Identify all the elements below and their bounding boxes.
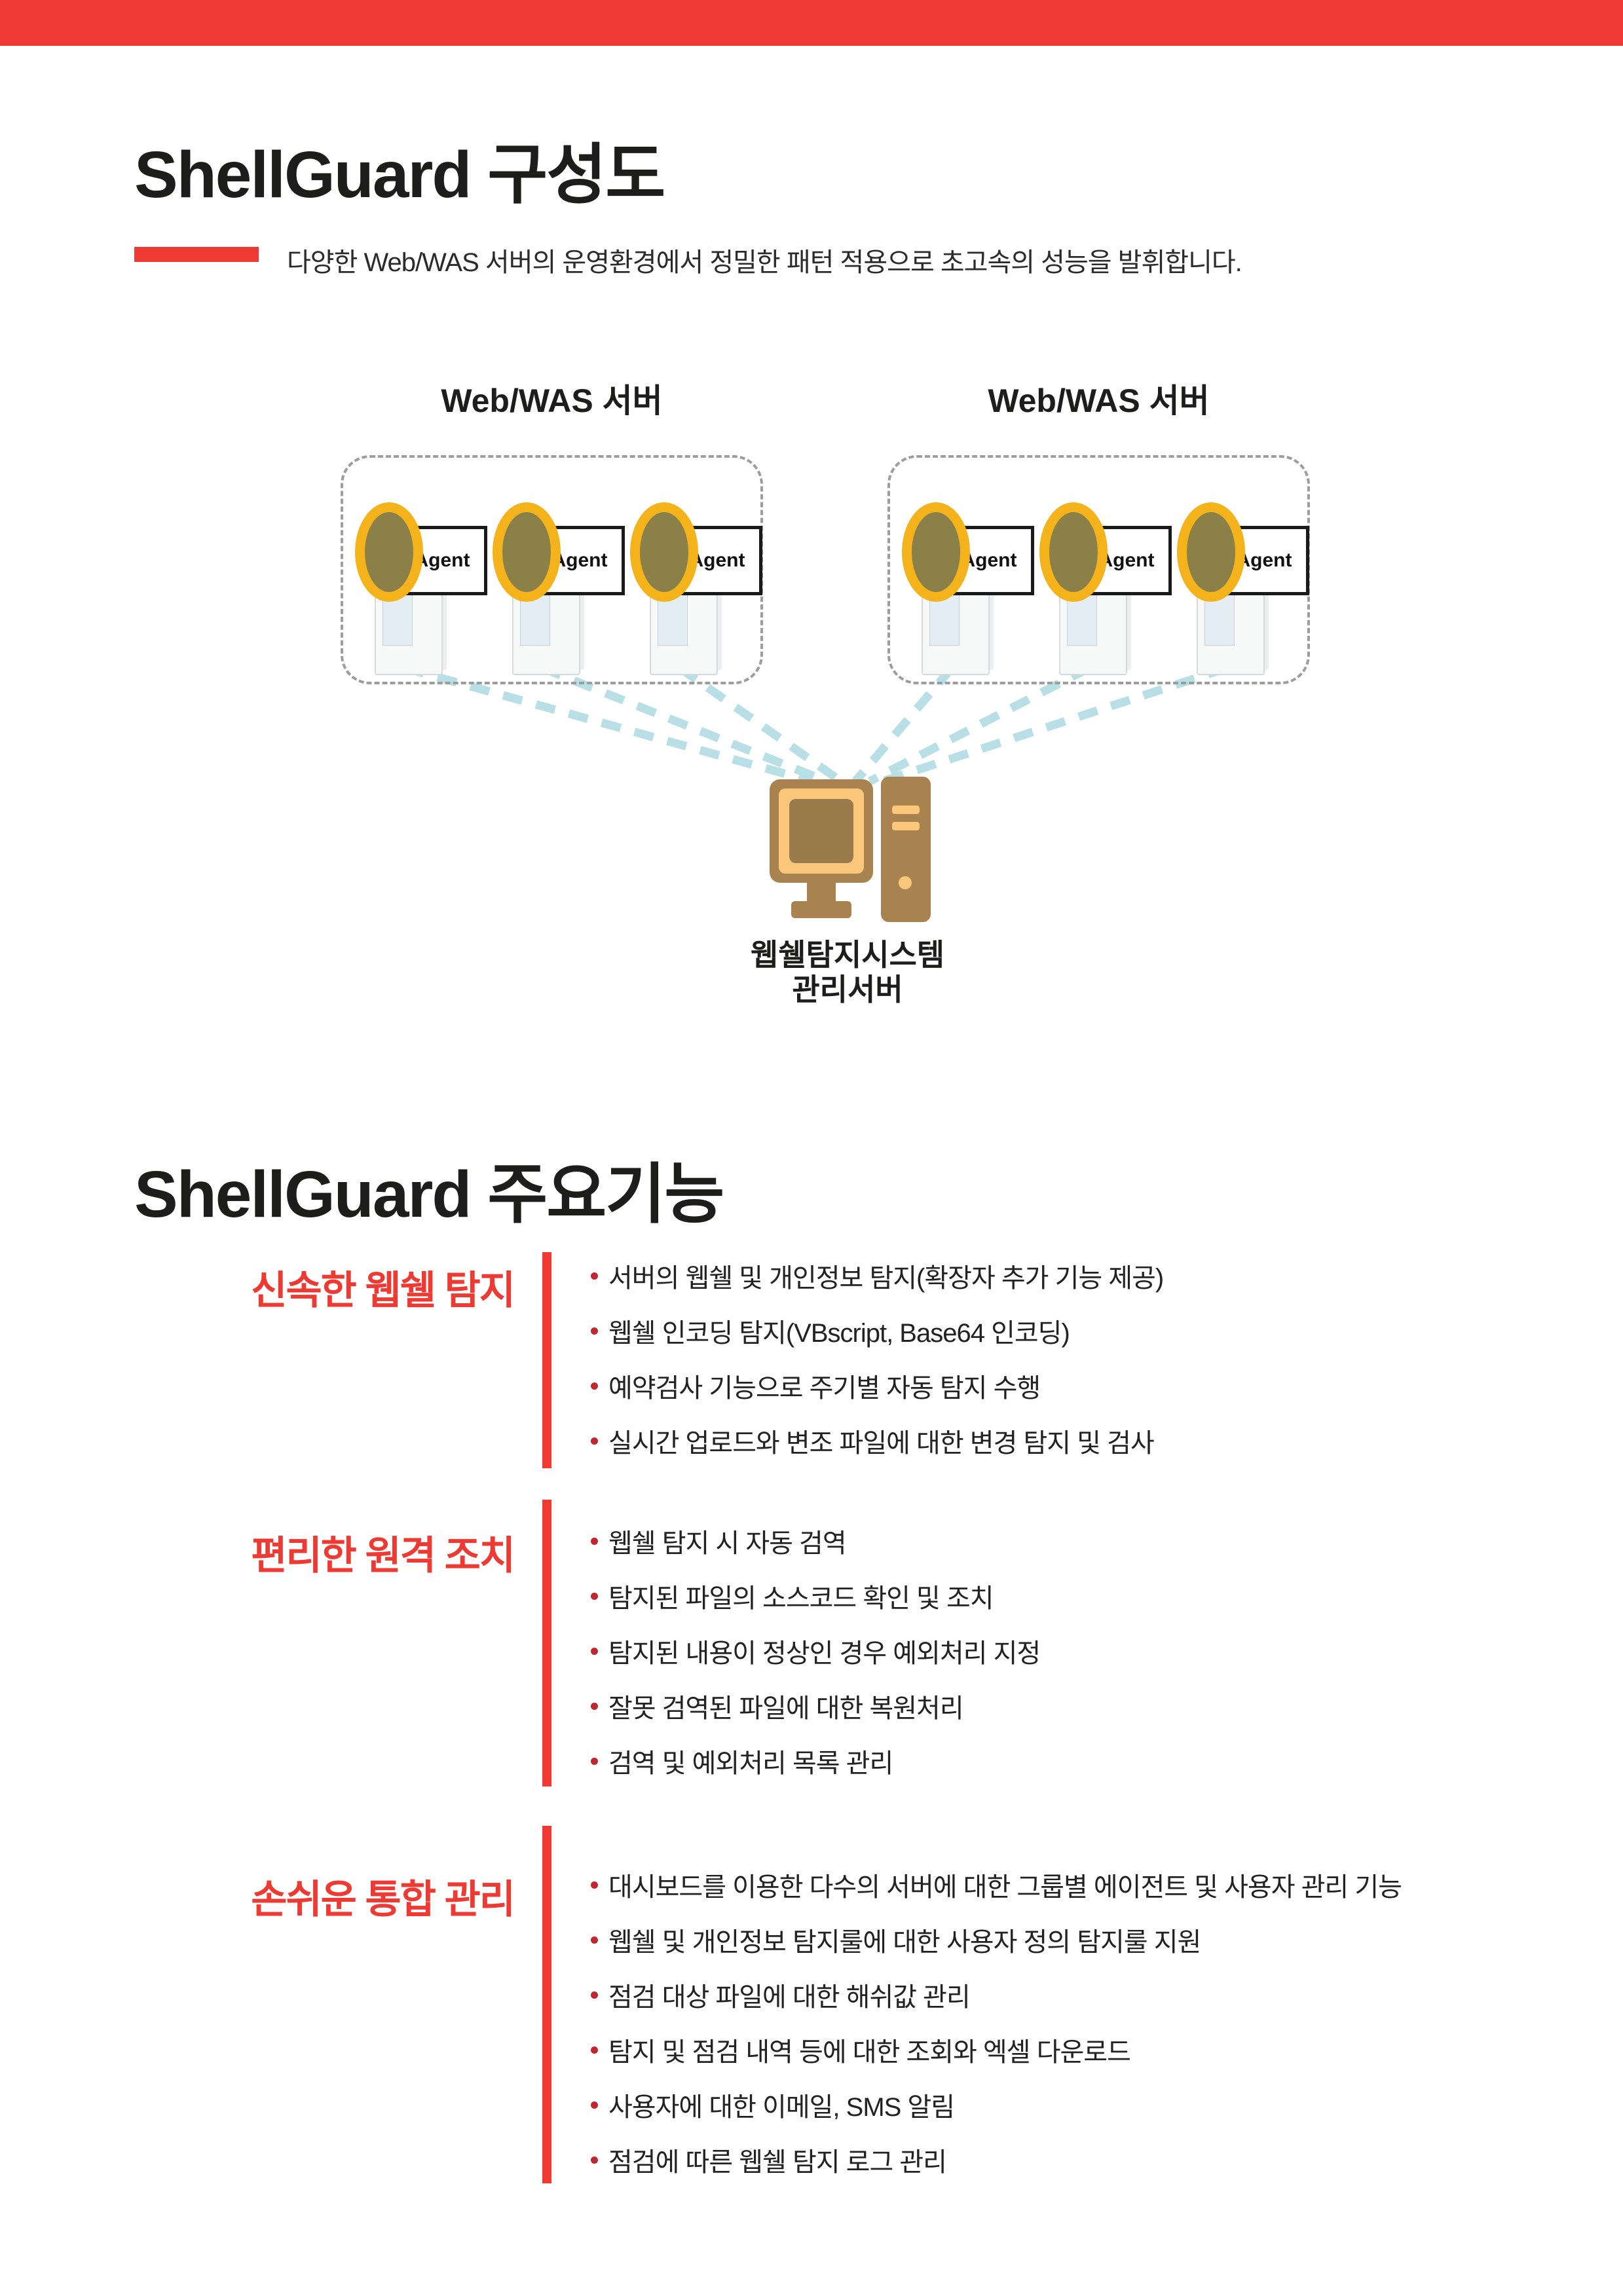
agent-badge-icon (902, 502, 970, 602)
monitor-stand-base (791, 901, 851, 918)
tower-drive-slot (892, 805, 920, 814)
bullet-text: 웹쉘 인코딩 탐지(VBscript, Base64 인코딩) (608, 1319, 1070, 1348)
bullet-text: 잘못 검역된 파일에 대한 복원처리 (608, 1694, 964, 1723)
feature-bullet: 웹쉘 인코딩 탐지(VBscript, Base64 인코딩) (591, 1315, 1163, 1348)
webwas-group-label-left: Web/WAS 서버 (441, 382, 663, 419)
bullet-text: 웹쉘 탐지 시 자동 검역 (608, 1529, 847, 1558)
agent-label: Agent (1098, 549, 1155, 571)
bullet-dot-icon (591, 1327, 598, 1335)
diagram-section-title: ShellGuard 구성도 (134, 138, 665, 212)
webwas-group-box-right: Agent Agent Agent (887, 455, 1310, 684)
feature-bullet: 잘못 검역된 파일에 대한 복원처리 (591, 1690, 1040, 1723)
agent-label: Agent (961, 549, 1017, 571)
subtitle-accent-bar (134, 247, 259, 262)
feature-divider (542, 1252, 551, 1468)
bullet-text: 대시보드를 이용한 다수의 서버에 대한 그룹별 에이전트 및 사용자 관리 기… (608, 1873, 1402, 1902)
agent-server-unit: Agent (355, 483, 494, 679)
agent-badge-icon (493, 502, 561, 602)
feature-bullet: 서버의 웹쉘 및 개인정보 탐지(확장자 추가 기능 제공) (591, 1260, 1164, 1293)
bullet-dot-icon (591, 1537, 598, 1545)
agent-server-unit: Agent (493, 483, 631, 679)
feature-heading-integrated-management: 손쉬운 통합 관리 (251, 1878, 515, 1921)
agent-label: Agent (551, 549, 608, 571)
bullet-text: 검역 및 예외처리 목록 관리 (608, 1749, 893, 1778)
feature-divider (542, 1826, 551, 2183)
bullet-text: 탐지된 파일의 소스코드 확인 및 조치 (608, 1584, 994, 1613)
feature-bullet: 검역 및 예외처리 목록 관리 (591, 1745, 1040, 1778)
bullet-text: 탐지된 내용이 정상인 경우 예외처리 지정 (608, 1639, 1041, 1668)
monitor-stand-neck (807, 883, 836, 901)
bullet-dot-icon (591, 1881, 598, 1889)
agent-badge-icon (355, 502, 423, 602)
bullet-dot-icon (591, 1382, 598, 1390)
bullet-dot-icon (591, 1936, 598, 1944)
connection-line (677, 664, 844, 785)
agent-badge-icon (1039, 502, 1108, 602)
feature-bullet: 실시간 업로드와 변조 파일에 대한 변경 탐지 및 검사 (591, 1425, 1163, 1458)
agent-server-unit: Agent (630, 483, 769, 679)
bullet-dot-icon (591, 1437, 598, 1445)
feature-bullet: 점검에 따른 웹쉘 탐지 로그 관리 (591, 2144, 1402, 2177)
diagram-section-subtitle: 다양한 Web/WAS 서버의 운영환경에서 정밀한 패턴 적용으로 초고속의 … (287, 248, 1242, 277)
feature-bullet: 웹쉘 및 개인정보 탐지룰에 대한 사용자 정의 탐지룰 지원 (591, 1924, 1402, 1957)
feature-bullet: 사용자에 대한 이메일, SMS 알림 (591, 2089, 1402, 2122)
bullet-dot-icon (591, 1592, 598, 1600)
tower-power-button (899, 876, 912, 889)
feature-bullet-list: 서버의 웹쉘 및 개인정보 탐지(확장자 추가 기능 제공) 웹쉘 인코딩 탐지… (591, 1260, 1164, 1480)
bullet-dot-icon (591, 2156, 598, 2164)
connection-line (403, 663, 813, 786)
agent-label: Agent (689, 549, 745, 571)
feature-bullet: 탐지된 파일의 소스코드 확인 및 조치 (591, 1580, 1040, 1613)
connection-line (852, 665, 955, 785)
bullet-text: 사용자에 대한 이메일, SMS 알림 (608, 2093, 955, 2122)
bullet-text: 점검 대상 파일에 대한 해쉬값 관리 (608, 1983, 971, 2012)
bullet-dot-icon (591, 2101, 598, 2109)
feature-bullet: 예약검사 기능으로 주기별 자동 탐지 수행 (591, 1370, 1163, 1403)
bullet-dot-icon (591, 1272, 598, 1280)
bullet-text: 실시간 업로드와 변조 파일에 대한 변경 탐지 및 검사 (608, 1429, 1155, 1458)
feature-bullet: 점검 대상 파일에 대한 해쉬값 관리 (591, 1979, 1402, 2012)
connection-line (868, 664, 1091, 785)
bullet-dot-icon (591, 1991, 598, 1999)
connection-line (540, 663, 829, 786)
management-server-tower-icon (881, 777, 931, 922)
agent-server-unit: Agent (902, 483, 1041, 679)
bullet-dot-icon (591, 2046, 598, 2054)
monitor-screen (789, 799, 853, 863)
bullet-text: 예약검사 기능으로 주기별 자동 탐지 수행 (608, 1374, 1041, 1403)
feature-bullet-list: 대시보드를 이용한 다수의 서버에 대한 그룹별 에이전트 및 사용자 관리 기… (591, 1869, 1402, 2199)
agent-label: Agent (1236, 549, 1292, 571)
bullet-text: 점검에 따른 웹쉘 탐지 로그 관리 (608, 2148, 947, 2177)
management-server-label: 웹쉘탐지시스템 관리서버 (717, 938, 979, 1007)
bullet-text: 서버의 웹쉘 및 개인정보 탐지(확장자 추가 기능 제공) (608, 1264, 1164, 1293)
tower-drive-slot (892, 822, 920, 830)
feature-bullet: 탐지된 내용이 정상인 경우 예외처리 지정 (591, 1635, 1041, 1668)
agent-server-unit: Agent (1039, 483, 1178, 679)
webwas-group-label-right: Web/WAS 서버 (988, 382, 1210, 419)
agent-badge-icon (630, 502, 698, 602)
connection-line (881, 663, 1229, 786)
bullet-dot-icon (591, 1702, 598, 1710)
agent-label: Agent (414, 549, 470, 571)
feature-bullet: 웹쉘 탐지 시 자동 검역 (591, 1525, 1040, 1558)
feature-bullet-list: 웹쉘 탐지 시 자동 검역 탐지된 파일의 소스코드 확인 및 조치 탐지된 내… (591, 1525, 1041, 1800)
management-server-label-line1: 웹쉘탐지시스템 (750, 938, 945, 972)
top-accent-bar (0, 0, 1623, 46)
agent-badge-icon (1177, 502, 1245, 602)
feature-bullet: 대시보드를 이용한 다수의 서버에 대한 그룹별 에이전트 및 사용자 관리 기… (591, 1869, 1402, 1902)
webwas-group-box-left: Agent Agent Agent (341, 455, 763, 684)
bullet-dot-icon (591, 1647, 598, 1655)
agent-server-unit: Agent (1177, 483, 1316, 679)
bullet-text: 웹쉘 및 개인정보 탐지룰에 대한 사용자 정의 탐지룰 지원 (608, 1928, 1201, 1957)
bullet-dot-icon (591, 1757, 598, 1765)
management-server-label-line2: 관리서버 (792, 972, 903, 1007)
feature-bullet: 탐지 및 점검 내역 등에 대한 조회와 엑셀 다운로드 (591, 2034, 1402, 2067)
features-section-title: ShellGuard 주요기능 (134, 1158, 724, 1231)
bullet-text: 탐지 및 점검 내역 등에 대한 조회와 엑셀 다운로드 (608, 2038, 1131, 2067)
feature-divider (542, 1500, 551, 1787)
feature-heading-remote-action: 편리한 원격 조치 (251, 1534, 515, 1578)
feature-heading-detection: 신속한 웹쉘 탐지 (251, 1268, 515, 1312)
